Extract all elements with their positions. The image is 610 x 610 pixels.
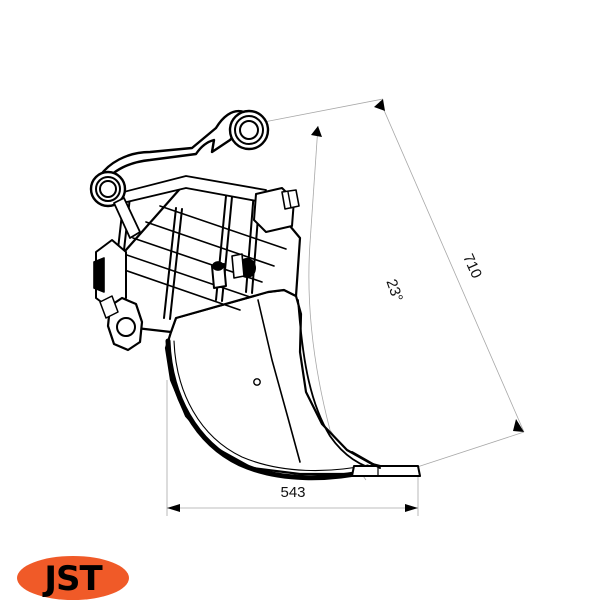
bucket-rib-line <box>257 299 301 463</box>
dimension-line-23deg-arc <box>308 242 367 481</box>
logo-text: JST <box>42 559 103 599</box>
bucket-body-outline <box>164 288 390 476</box>
dimension-lines <box>166 98 525 516</box>
pivot-lug-hole <box>116 317 136 337</box>
base-plate <box>351 465 421 477</box>
extension-line-710-bottom <box>407 431 525 471</box>
attachment-assembly <box>89 109 421 481</box>
arrowhead-543-right <box>405 504 418 512</box>
link-strut <box>113 197 141 239</box>
hose-connector-cap <box>212 261 224 271</box>
dimension-label-543: 543 <box>280 484 305 501</box>
hydraulic-port-fitting <box>281 189 300 210</box>
dimension-line-23deg-upper <box>309 125 319 244</box>
hose-connector-block-2 <box>231 253 245 279</box>
dimension-label-710: 710 <box>459 251 485 281</box>
port-fitting-line-1 <box>287 191 292 209</box>
dimension-label-angle: 23° <box>383 277 406 304</box>
linkage-arm <box>98 109 251 186</box>
arrowhead-543-left <box>167 504 180 512</box>
upper-pin-hole <box>239 120 259 140</box>
lower-link-pin-hole <box>99 180 117 198</box>
dimension-arrowheads <box>167 99 524 512</box>
arrowhead-710-top <box>374 99 385 111</box>
arrowhead-710-bottom <box>513 419 524 432</box>
bucket-cutting-edge-inner <box>173 340 369 472</box>
bucket-cutting-edge <box>165 338 373 481</box>
jst-logo: JST <box>17 556 129 600</box>
frame-detail-plate <box>99 295 119 319</box>
dimension-line-710 <box>379 100 525 433</box>
extension-line-top <box>263 98 384 123</box>
tooth-support-rib <box>351 451 381 469</box>
logo-ellipse <box>17 556 129 600</box>
arrowhead-23deg-top <box>311 126 322 137</box>
cylinder-seal-left <box>93 257 105 293</box>
bucket-bolt-hole <box>253 378 261 386</box>
